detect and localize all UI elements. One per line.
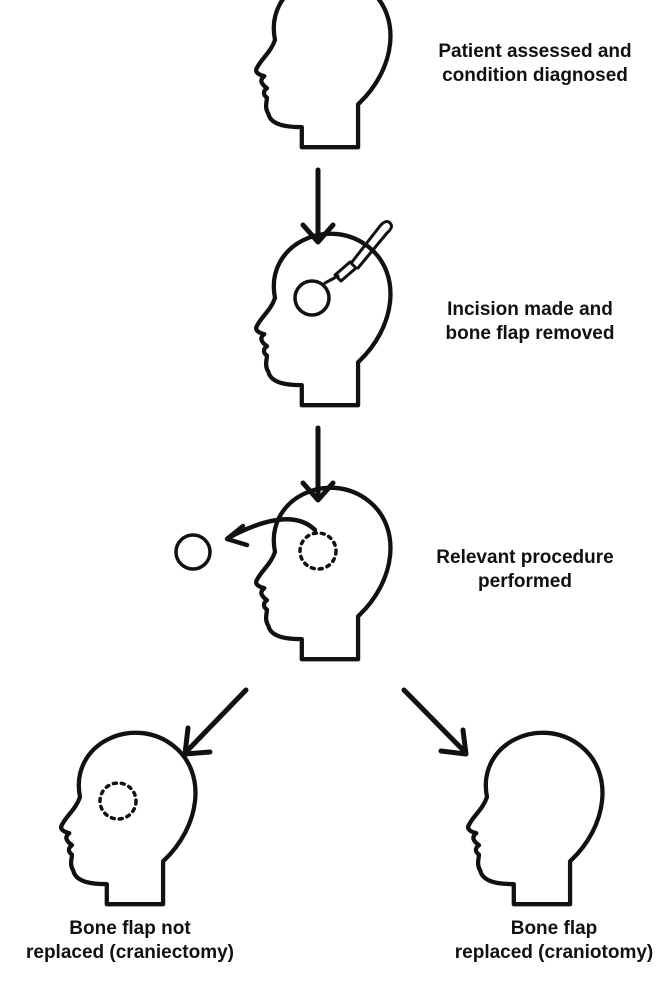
step-label-line: Patient assessed and xyxy=(438,41,632,62)
step-label-line: Relevant procedure xyxy=(436,547,614,568)
step-label-procedure: Relevant procedure performed xyxy=(415,546,635,594)
outcome-label-craniectomy: Bone flap not replaced (craniectomy) xyxy=(0,917,260,965)
arrow-icon xyxy=(224,517,318,548)
step-label-line: performed xyxy=(478,571,572,592)
step-label-line: bone flap removed xyxy=(445,323,615,344)
step-label-incision: Incision made and bone flap removed xyxy=(420,298,640,346)
head-profile-icon xyxy=(256,488,390,659)
outcome-label-line: replaced (craniectomy) xyxy=(25,942,235,963)
step-label-line: condition diagnosed xyxy=(442,65,628,86)
arrow-icon xyxy=(300,167,336,245)
outcome-label-line: Bone flap not xyxy=(69,918,191,939)
dotted-circle-icon xyxy=(98,781,138,821)
outcome-label-line: replaced (craniotomy) xyxy=(454,942,654,963)
arrow-icon xyxy=(182,687,249,757)
head-profile-icon xyxy=(61,733,195,904)
step-label-line: Incision made and xyxy=(447,299,613,320)
scalpel-icon xyxy=(323,220,393,285)
head-profile-icon xyxy=(256,0,390,147)
step-label-assessed: Patient assessed and condition diagnosed xyxy=(410,40,660,88)
outcome-label-craniotomy: Bone flap replaced (craniotomy) xyxy=(440,917,668,965)
bone-flap-icon xyxy=(174,533,212,571)
outcome-label-line: Bone flap xyxy=(510,918,598,939)
head-profile-icon xyxy=(256,234,390,405)
dotted-circle-icon xyxy=(298,531,338,571)
arrow-icon xyxy=(401,687,469,757)
head-profile-icon xyxy=(468,733,602,904)
bone-flap-icon xyxy=(293,279,331,317)
